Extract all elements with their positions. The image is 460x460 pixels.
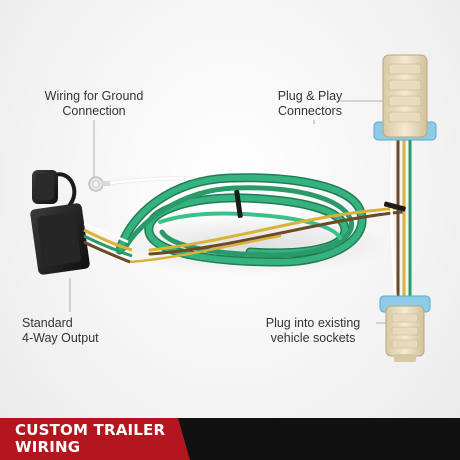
banner-title: CUSTOM TRAILER WIRING	[15, 421, 166, 456]
label-ground-connection: Wiring for Ground Connection	[44, 89, 144, 118]
signal-wires	[128, 138, 412, 302]
label-plug-and-play: Plug & Play Connectors	[277, 89, 343, 118]
ground-ring-terminal-icon	[88, 176, 110, 192]
bottom-banner: CUSTOM TRAILER WIRING	[0, 418, 460, 460]
label-existing-sockets: Plug into existing vehicle sockets	[265, 316, 361, 345]
green-wire-coil	[115, 173, 367, 267]
zip-ties	[234, 189, 406, 218]
t-connector-icon	[373, 54, 437, 141]
callout-lines	[69, 100, 394, 324]
t-connector-bottom-icon	[379, 295, 431, 362]
label-four-way-output: Standard 4-Way Output	[22, 316, 99, 345]
four-way-plug-icon	[30, 170, 133, 275]
banner-red-panel: CUSTOM TRAILER WIRING	[0, 418, 190, 460]
